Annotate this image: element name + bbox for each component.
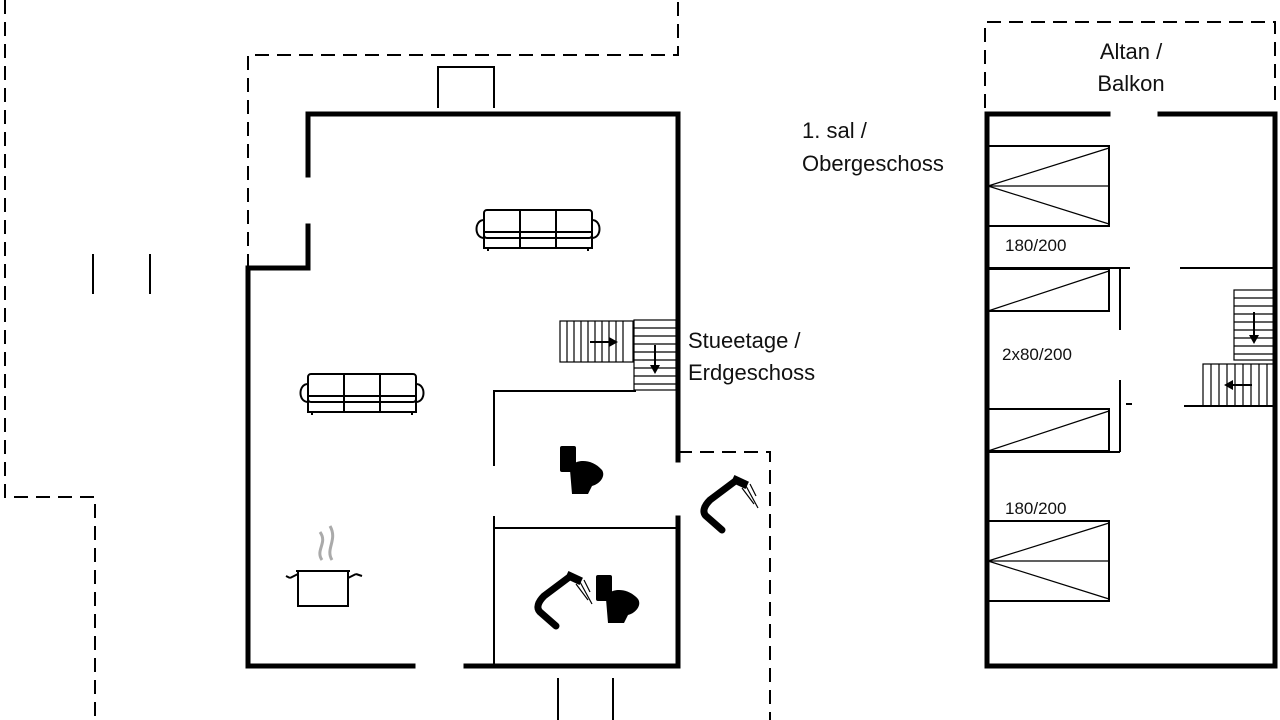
balcony-label-line2: Balkon [1097,71,1164,96]
toilet-icon [596,575,640,623]
single-bed-icon [987,408,1110,452]
double-bed-icon [987,145,1110,227]
single-bed-icon [987,268,1110,312]
toilet-icon [560,446,604,494]
bed-size-label: 180/200 [1005,499,1066,518]
chimney [437,66,495,108]
outdoor-dashed-outline [4,0,1276,720]
cooking-pot-icon [285,525,363,607]
sofa-icon [475,209,601,251]
ground-floor-label-line2: Erdgeschoss [688,360,815,385]
bed-size-label: 2x80/200 [1002,345,1072,364]
ground-floor-label-line1: Stueetage / [688,328,801,353]
stairs-icon [1202,289,1275,407]
bed-size-label: 180/200 [1005,236,1066,255]
sofa-icon [299,373,425,415]
stairs-icon [559,319,677,391]
entrance-marks [92,254,614,720]
shower-icon [534,570,593,630]
first-floor-label-line2: Obergeschoss [802,151,944,176]
first-floor-label-line1: 1. sal / [802,118,868,143]
ground-floor-walls [245,111,681,669]
balcony-label-line1: Altan / [1100,39,1163,64]
first-floor-walls [984,111,1278,669]
shower-icon [700,474,759,534]
double-bed-icon [987,520,1110,602]
